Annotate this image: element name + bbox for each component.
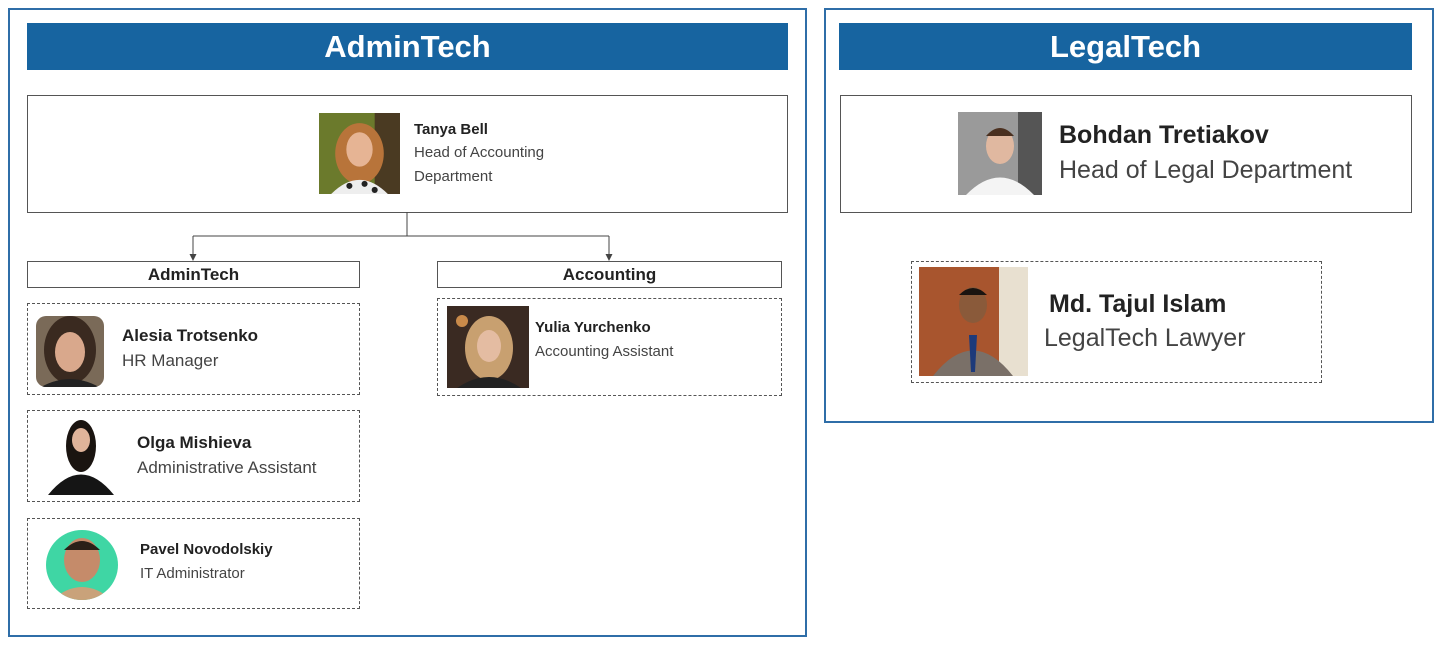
avatar-tanya-bell [319, 113, 400, 194]
olga-mishieva-role: Administrative Assistant [137, 458, 317, 477]
avatar-md-tajul-islam [919, 267, 1028, 376]
bohdan-tretiakov-role: Head of Legal Department [1059, 156, 1353, 184]
md-tajul-islam-role: LegalTech Lawyer [1044, 324, 1246, 352]
md-tajul-islam-name: Md. Tajul Islam [1049, 290, 1227, 318]
admintech-panel [8, 8, 807, 637]
member-card-pavel-novodolskiy[interactable] [27, 518, 360, 609]
legaltech-panel [824, 8, 1434, 423]
tanya-bell-name: Tanya Bell [414, 121, 488, 138]
connector-lines [189, 212, 613, 261]
head-card-bohdan-tretiakov[interactable] [840, 95, 1412, 213]
avatar-pavel-novodolskiy [46, 530, 118, 600]
member-card-olga-mishieva[interactable] [27, 410, 360, 502]
subgroup-accounting-label: Accounting [437, 261, 782, 288]
yulia-yurchenko-name: Yulia Yurchenko [535, 319, 651, 336]
avatar-alesia-trotsenko [36, 316, 104, 387]
member-card-yulia-yurchenko[interactable] [437, 298, 782, 396]
avatar-bohdan-tretiakov [958, 112, 1042, 195]
member-card-alesia-trotsenko[interactable] [27, 303, 360, 395]
bohdan-tretiakov-name: Bohdan Tretiakov [1059, 121, 1269, 149]
legaltech-header: LegalTech [839, 23, 1412, 70]
yulia-yurchenko-role: Accounting Assistant [535, 343, 674, 360]
avatar-olga-mishieva [46, 416, 116, 495]
pavel-novodolskiy-role: IT Administrator [140, 565, 245, 582]
pavel-novodolskiy-name: Pavel Novodolskiy [140, 541, 273, 558]
alesia-trotsenko-role: HR Manager [122, 351, 219, 370]
alesia-trotsenko-name: Alesia Trotsenko [122, 326, 259, 345]
tanya-bell-role-line1: Head of Accounting [414, 144, 545, 161]
subgroup-admintech-label: AdminTech [27, 261, 360, 288]
avatar-yulia-yurchenko [447, 306, 529, 388]
admintech-header: AdminTech [27, 23, 788, 70]
tanya-bell-role-line2: Department [414, 168, 493, 185]
olga-mishieva-name: Olga Mishieva [137, 433, 252, 452]
member-card-md-tajul-islam[interactable] [911, 261, 1322, 383]
